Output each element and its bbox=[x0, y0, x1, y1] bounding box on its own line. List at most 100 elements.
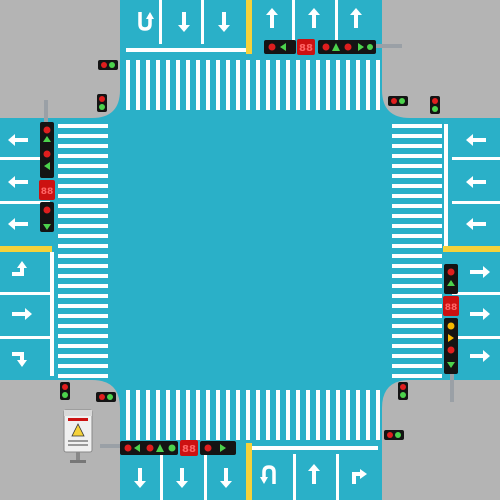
crosswalk-stripe bbox=[176, 390, 180, 440]
crosswalk-stripe bbox=[376, 60, 380, 110]
crosswalk-stripe bbox=[256, 60, 260, 110]
crosswalk-stripe bbox=[186, 390, 190, 440]
crosswalk-stripe bbox=[216, 60, 220, 110]
crosswalk-stripe bbox=[392, 164, 442, 168]
crosswalk-stripe bbox=[266, 60, 270, 110]
svg-text:88: 88 bbox=[41, 187, 54, 197]
pedestrian-signal-sw bbox=[60, 382, 116, 402]
svg-text:88: 88 bbox=[299, 43, 313, 54]
median-east bbox=[443, 246, 500, 252]
crosswalk-stripe bbox=[246, 390, 250, 440]
crosswalk-stripe bbox=[306, 390, 310, 440]
crosswalk-stripe bbox=[58, 284, 108, 288]
crosswalk-stripe bbox=[392, 234, 442, 238]
crosswalk-stripe bbox=[58, 214, 108, 218]
crosswalk-stripe bbox=[58, 164, 108, 168]
crosswalk-stripe bbox=[392, 184, 442, 188]
crosswalk-stripe bbox=[58, 224, 108, 228]
crosswalk-stripe bbox=[392, 194, 442, 198]
crosswalk-stripe bbox=[136, 390, 140, 440]
signal-poles bbox=[44, 44, 454, 448]
crosswalk-stripe bbox=[392, 274, 442, 278]
crosswalk-stripe bbox=[126, 390, 130, 440]
signal-control-cabinet bbox=[63, 409, 93, 463]
crosswalk-stripe bbox=[392, 304, 442, 308]
pedestrian-signal-ne bbox=[388, 96, 440, 114]
crosswalk-stripe bbox=[392, 354, 442, 358]
warning-icon bbox=[71, 423, 85, 437]
crosswalk-stripe bbox=[392, 364, 442, 368]
crosswalk-stripe bbox=[326, 390, 330, 440]
crosswalk-stripe bbox=[336, 390, 340, 440]
crosswalk-stripe bbox=[266, 390, 270, 440]
crosswalk-stripe bbox=[392, 284, 442, 288]
crosswalk-stripe bbox=[356, 60, 360, 110]
crosswalk-stripe bbox=[346, 390, 350, 440]
north-vehicle-signal: 88 bbox=[264, 39, 376, 55]
corner-sw bbox=[92, 380, 120, 408]
crosswalk-stripe bbox=[58, 234, 108, 238]
crosswalk-stripe bbox=[392, 294, 442, 298]
crosswalk-stripe bbox=[286, 390, 290, 440]
crosswalk-stripe bbox=[136, 60, 140, 110]
crosswalk-stripe bbox=[58, 124, 108, 128]
crosswalk-stripe bbox=[356, 390, 360, 440]
crosswalk-stripe bbox=[206, 390, 210, 440]
pedestrian-signal-nw bbox=[97, 60, 118, 112]
crosswalk-stripe bbox=[58, 324, 108, 328]
crosswalk-stripe bbox=[196, 60, 200, 110]
crosswalk-stripe bbox=[246, 60, 250, 110]
crosswalk-stripe bbox=[392, 214, 442, 218]
crosswalk-stripe bbox=[206, 60, 210, 110]
crosswalk-stripe bbox=[58, 134, 108, 138]
crosswalk-stripe bbox=[58, 274, 108, 278]
svg-text:88: 88 bbox=[182, 444, 196, 455]
crosswalk-stripe bbox=[366, 60, 370, 110]
crosswalk-stripe bbox=[58, 264, 108, 268]
crosswalk-stripe bbox=[58, 204, 108, 208]
crosswalk-stripe bbox=[58, 294, 108, 298]
crosswalk-stripe bbox=[58, 174, 108, 178]
crosswalk-stripe bbox=[58, 334, 108, 338]
crosswalk-stripe bbox=[336, 60, 340, 110]
crosswalk-stripe bbox=[392, 264, 442, 268]
stop-lines bbox=[50, 48, 448, 450]
crosswalk-stripe bbox=[166, 60, 170, 110]
crosswalk-stripe bbox=[236, 390, 240, 440]
south-vehicle-signal: 88 bbox=[120, 440, 236, 456]
crosswalk-stripe bbox=[58, 364, 108, 368]
crosswalk-stripe bbox=[256, 390, 260, 440]
svg-text:88: 88 bbox=[445, 303, 458, 313]
median-north bbox=[246, 0, 252, 54]
crosswalk-stripe bbox=[146, 60, 150, 110]
crosswalk-stripe bbox=[58, 314, 108, 318]
crosswalk-stripe bbox=[58, 244, 108, 248]
crosswalk-stripe bbox=[392, 254, 442, 258]
crosswalk-stripe bbox=[146, 390, 150, 440]
crosswalk-stripe bbox=[392, 374, 442, 378]
crosswalk-east bbox=[392, 124, 442, 378]
crosswalk-stripe bbox=[366, 390, 370, 440]
crosswalk-stripe bbox=[276, 60, 280, 110]
crosswalk-stripe bbox=[166, 390, 170, 440]
crosswalk-stripe bbox=[58, 254, 108, 258]
crosswalk-stripe bbox=[316, 60, 320, 110]
crosswalk-stripe bbox=[58, 344, 108, 348]
crosswalk-stripe bbox=[58, 144, 108, 148]
median-south bbox=[246, 443, 252, 500]
crosswalk-south bbox=[126, 390, 380, 440]
crosswalk-stripe bbox=[392, 334, 442, 338]
crosswalk-stripe bbox=[392, 324, 442, 328]
median-west bbox=[0, 246, 52, 252]
crosswalk-stripe bbox=[392, 134, 442, 138]
crosswalk-north bbox=[126, 60, 380, 110]
crosswalk-stripe bbox=[326, 60, 330, 110]
crosswalk-stripe bbox=[226, 390, 230, 440]
crosswalk-stripe bbox=[58, 154, 108, 158]
east-vehicle-signal: 88 bbox=[443, 264, 459, 374]
crosswalk-stripe bbox=[392, 144, 442, 148]
crosswalk-stripe bbox=[276, 390, 280, 440]
corner-se bbox=[382, 380, 410, 408]
